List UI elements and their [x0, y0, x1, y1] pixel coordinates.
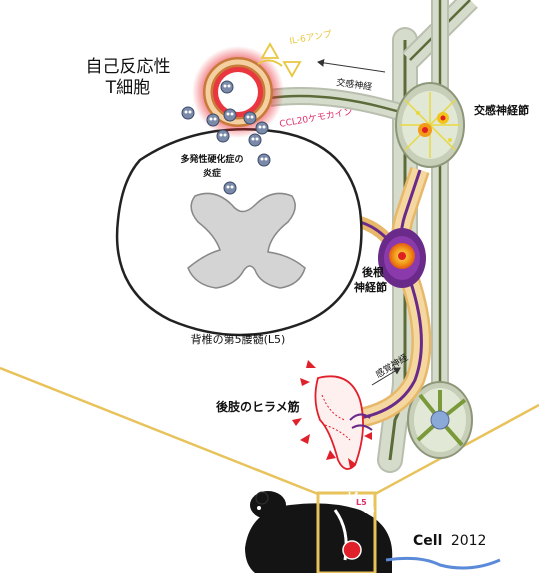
mouse-image: [245, 491, 500, 573]
citation-year: 2012: [451, 533, 487, 549]
dorsal-root-ganglion: [378, 228, 426, 288]
il6-amp-label: IL-6アンプ: [289, 29, 333, 47]
sympathetic-ganglion: [396, 83, 464, 167]
muscle-label: 後肢のヒラメ筋: [216, 399, 300, 414]
citation-journal: Cell: [413, 533, 442, 549]
drg-label-line2: 神経節: [354, 280, 387, 294]
ccl20-label: CCL20ケモカイン: [279, 106, 354, 130]
sensory-nerve: [360, 170, 421, 418]
soleus-muscle: [315, 376, 372, 469]
tcell-label-line1: 自己反応性: [86, 57, 171, 77]
ms-inflammation-label-line2: 炎症: [203, 167, 221, 179]
ms-inflammation-label-line1: 多発性硬化症の: [180, 153, 243, 165]
spinal-cord-label: 背椎の第5腰髄(L5): [191, 332, 286, 346]
drg-label-line1: 後根: [362, 265, 385, 279]
sympathetic-ganglion-label: 交感神経節: [474, 103, 529, 117]
citation: Cell 2012: [413, 533, 486, 549]
vertebra-l6: L6: [364, 506, 375, 515]
tcell-label-line2: T細胞: [105, 78, 150, 98]
